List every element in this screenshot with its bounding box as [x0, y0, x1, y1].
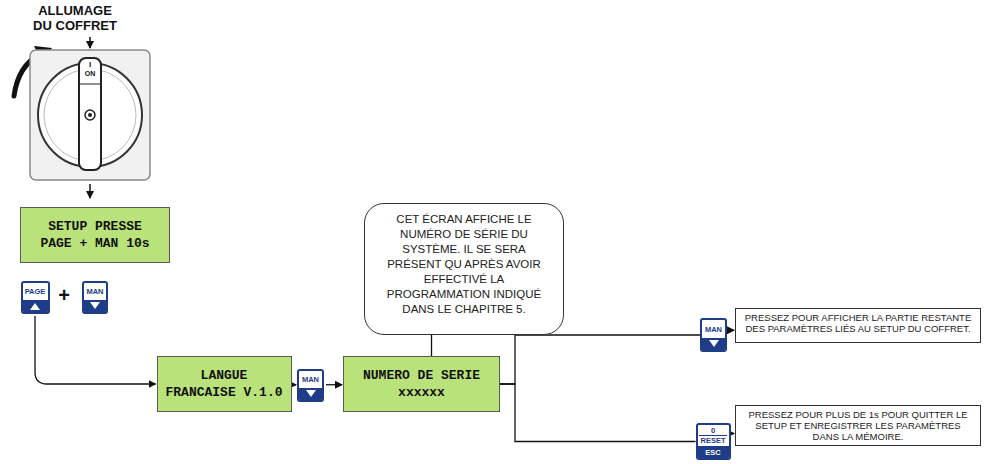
flow-connector — [729, 330, 734, 331]
lcd-text: SETUP PRESSE — [48, 218, 142, 235]
key-label: MAN — [302, 375, 319, 384]
key-band — [299, 388, 322, 400]
flow-connector — [500, 384, 696, 442]
key-face: 0RESET — [698, 425, 729, 446]
lcd-text: FRANCAISE V.1.0 — [165, 384, 282, 401]
lcd-text: NUMERO DE SERIE — [363, 367, 480, 384]
key-label: RESET — [699, 435, 726, 445]
flow-connector — [431, 335, 432, 356]
lcd-screen: SETUP PRESSEPAGE + MAN 10s — [20, 207, 170, 263]
key-face: PAGE — [23, 283, 48, 300]
man-key: MAN — [297, 369, 324, 402]
switch-mark: ON — [80, 70, 100, 78]
man-key: MAN — [700, 318, 727, 352]
key-band — [23, 300, 48, 312]
note-text: PRESSEZ POUR AFFICHER LA PARTIE RESTANTE… — [742, 312, 974, 334]
lcd-screen: NUMERO DE SERIExxxxxx — [343, 356, 500, 412]
key-label: PAGE — [25, 287, 46, 296]
key-face: MAN — [702, 320, 725, 338]
key-band: ESC — [698, 446, 729, 458]
key-arrow — [30, 302, 40, 310]
key-label: ESC — [705, 448, 720, 457]
switch-mark: I — [80, 60, 100, 69]
note-text: CET ÉCRAN AFFICHE LE NUMÉRO DE SÉRIE DU … — [377, 212, 551, 317]
lcd-text: xxxxxx — [398, 384, 445, 401]
flow-connector — [35, 316, 156, 384]
key-label: 0 — [711, 426, 715, 435]
key-label: MAN — [705, 325, 722, 334]
note-box: PRESSEZ POUR PLUS DE 1s POUR QUITTER LE … — [735, 405, 981, 446]
key-band — [84, 300, 106, 312]
note-text: PRESSEZ POUR PLUS DE 1s POUR QUITTER LE … — [742, 409, 974, 442]
lcd-text: PAGE + MAN 10s — [40, 235, 149, 252]
note-box: PRESSEZ POUR AFFICHER LA PARTIE RESTANTE… — [735, 308, 981, 343]
plus-sign: + — [54, 284, 74, 306]
key-band — [702, 338, 725, 350]
reset-key: 0RESET ESC — [696, 423, 731, 460]
lcd-text: LANGUE — [201, 367, 248, 384]
flow-connector — [294, 384, 297, 385]
flow-connector — [733, 433, 735, 434]
key-label: MAN — [86, 287, 103, 296]
man-key: MAN — [82, 281, 108, 314]
key-face: MAN — [299, 371, 322, 388]
key-arrow — [709, 340, 719, 348]
flow-connector — [326, 384, 342, 385]
callout-note: CET ÉCRAN AFFICHE LE NUMÉRO DE SÉRIE DU … — [364, 203, 564, 335]
page-key: PAGE — [21, 281, 50, 314]
title-label: ALLUMAGE DU COFFRET — [31, 3, 119, 33]
lcd-screen: LANGUEFRANCAISE V.1.0 — [157, 356, 292, 412]
key-arrow — [306, 390, 316, 398]
flow-connector — [500, 335, 700, 384]
key-arrow — [90, 302, 100, 310]
key-face: MAN — [84, 283, 106, 300]
